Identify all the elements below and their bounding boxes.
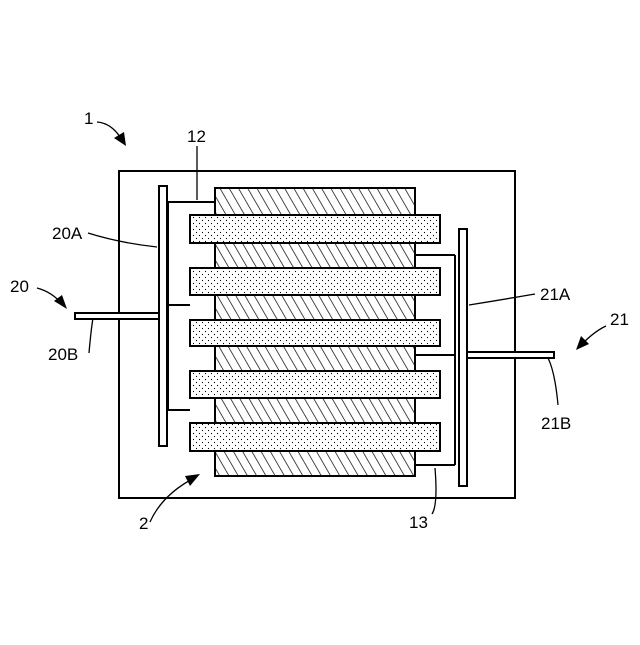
label-device: 1 (84, 109, 93, 128)
hatched-layer-6 (215, 451, 415, 476)
terminal-right-plate (459, 229, 467, 486)
label-terminal-left: 20 (10, 277, 29, 296)
label-collector-lower: 13 (409, 513, 428, 532)
electrode-plate-2 (190, 268, 440, 295)
label-terminal-right-tab: 21B (541, 414, 571, 433)
label-stack: 2 (139, 514, 148, 533)
arrowhead-1 (114, 132, 126, 146)
electrode-plate-4 (190, 371, 440, 398)
label-terminal-left-plate: 20A (52, 224, 83, 243)
hatched-layer-3 (215, 295, 415, 320)
label-terminal-right: 21 (610, 310, 629, 329)
electrode-plate-3 (190, 320, 440, 346)
hatched-layer-1 (215, 188, 415, 215)
label-collector-upper: 12 (187, 127, 206, 146)
leader-21B (548, 358, 558, 405)
arrowhead-21 (576, 336, 589, 350)
hatched-layer-4 (215, 346, 415, 371)
electrode-plate-1 (190, 215, 440, 243)
terminal-right-tab (467, 352, 554, 358)
hatched-layer-2 (215, 243, 415, 268)
label-terminal-right-plate: 21A (540, 285, 571, 304)
terminal-left-tab (75, 313, 159, 319)
label-terminal-left-tab: 20B (48, 345, 78, 364)
terminal-left-plate (159, 186, 167, 446)
electrode-plate-5 (190, 423, 440, 451)
hatched-layer-5 (215, 398, 415, 423)
leader-20B (89, 318, 93, 353)
